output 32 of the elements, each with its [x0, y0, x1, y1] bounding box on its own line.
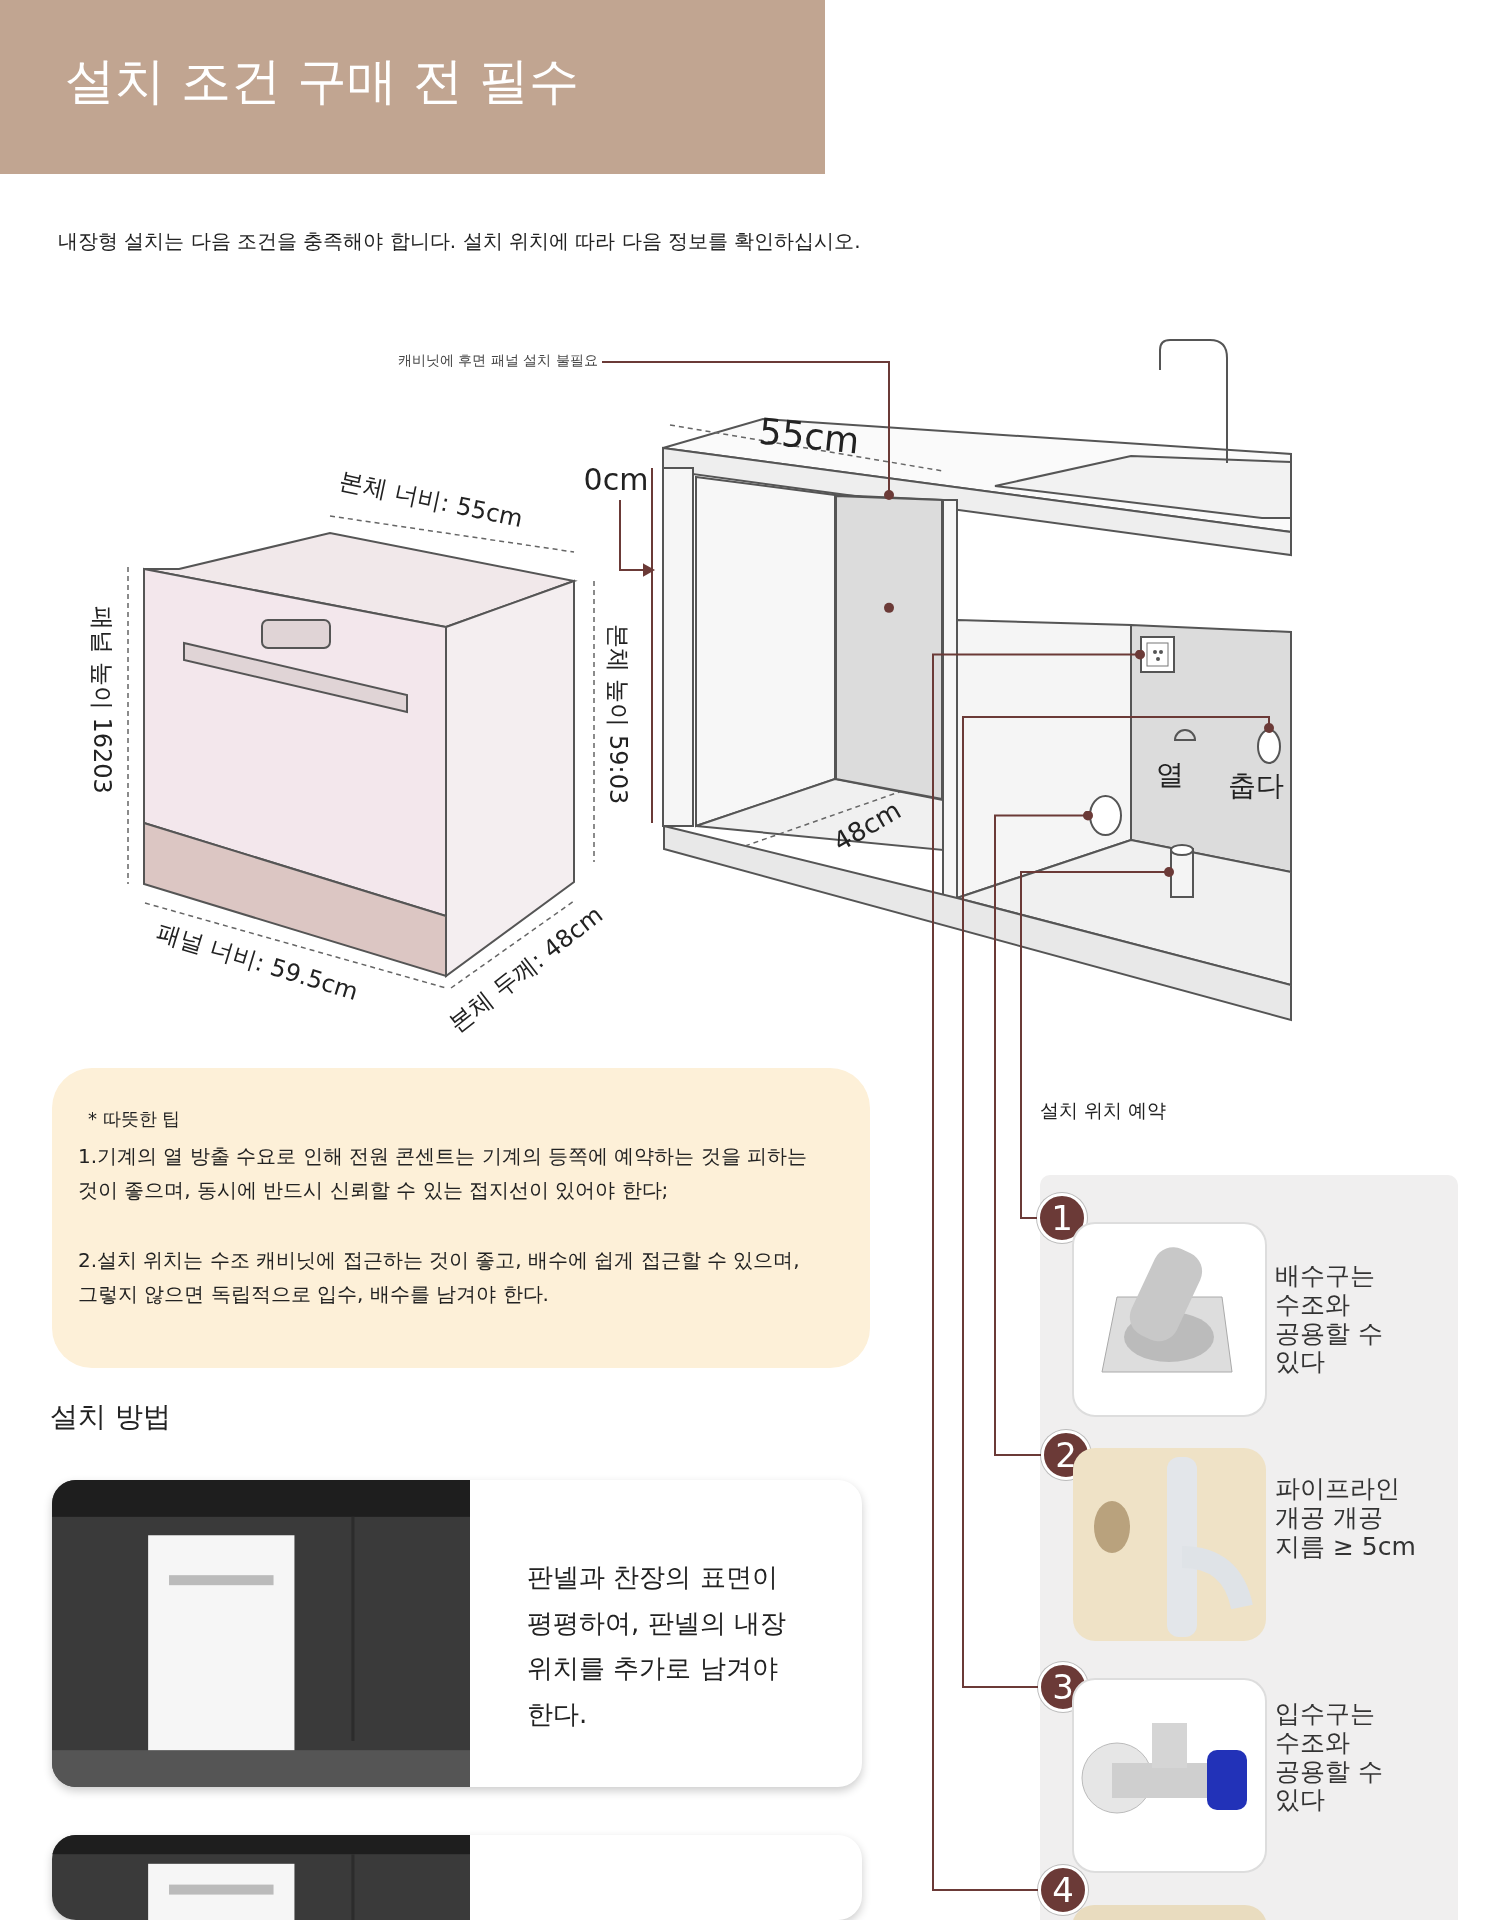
section-heading: 설치 위치 예약	[1040, 1098, 1167, 1123]
back-panel	[835, 495, 943, 800]
page-title: 설치 조건 구매 전 필수	[65, 51, 579, 112]
install-card	[52, 1835, 862, 1920]
leader-line	[932, 649, 1145, 1891]
tip-heading: * 따뜻한 팁	[88, 1107, 181, 1131]
dimension-label: 48cm	[828, 794, 906, 858]
drain-pipe	[1169, 843, 1195, 901]
section-heading: 설치 방법	[50, 1399, 171, 1435]
dimension-label: 0cm	[583, 461, 649, 497]
install-card	[52, 1480, 862, 1787]
tip-text: 1.기계의 열 방출 수요로 인해 전원 콘센트는 기계의 등쪽에 예약하는 것을 피하는 것이 좋으며, 동시에 반드시 신뢰할 수 있는 접지선이 있어야 한다;	[78, 1142, 808, 1204]
note-text: 캐비닛에 후면 패널 설치 불필요	[398, 352, 598, 370]
tip-box	[52, 1068, 870, 1368]
item-description: 입수구는 수조와 공용할 수 있다	[1275, 1700, 1425, 1815]
dimension-label: 패널 높이 16203	[87, 606, 117, 794]
tip-text: 2.설치 위치는 수조 캐비닛에 접근하는 것이 좋고, 배수에 쉽게 접근할 수 있으며, 그렇지 않으면 독립적으로 입수, 배수를 남겨야 한다.	[78, 1246, 801, 1308]
leader-line	[962, 716, 1274, 1688]
valve-label: 열	[1156, 757, 1184, 793]
leader-line	[601, 361, 894, 500]
leader-line	[1020, 867, 1174, 1219]
leader-line	[994, 810, 1093, 1456]
intro-text: 내장형 설치는 다음 조건을 충족해야 합니다. 설치 위치에 따라 다음 정보를 확인하십시오.	[58, 228, 861, 255]
dimension-label: 55cm	[756, 410, 862, 462]
item-description: 파이프라인 개공 개공 지름 ≥ 5cm	[1275, 1475, 1425, 1562]
item-description: 배수구는 수조와 공용할 수 있다	[1275, 1262, 1425, 1377]
dimension-label: 본체 높이 59:03	[603, 623, 633, 805]
dimension-label: 본체 너비: 55cm	[336, 465, 526, 536]
wall-hole	[1088, 794, 1123, 837]
power-socket-icon	[1140, 636, 1175, 673]
install-text: 판넬과 찬장의 표면이 평평하여, 판넬의 내장 위치를 추가로 남겨야 한다.	[527, 1561, 787, 1731]
valve-label: 춥다	[1228, 768, 1284, 804]
